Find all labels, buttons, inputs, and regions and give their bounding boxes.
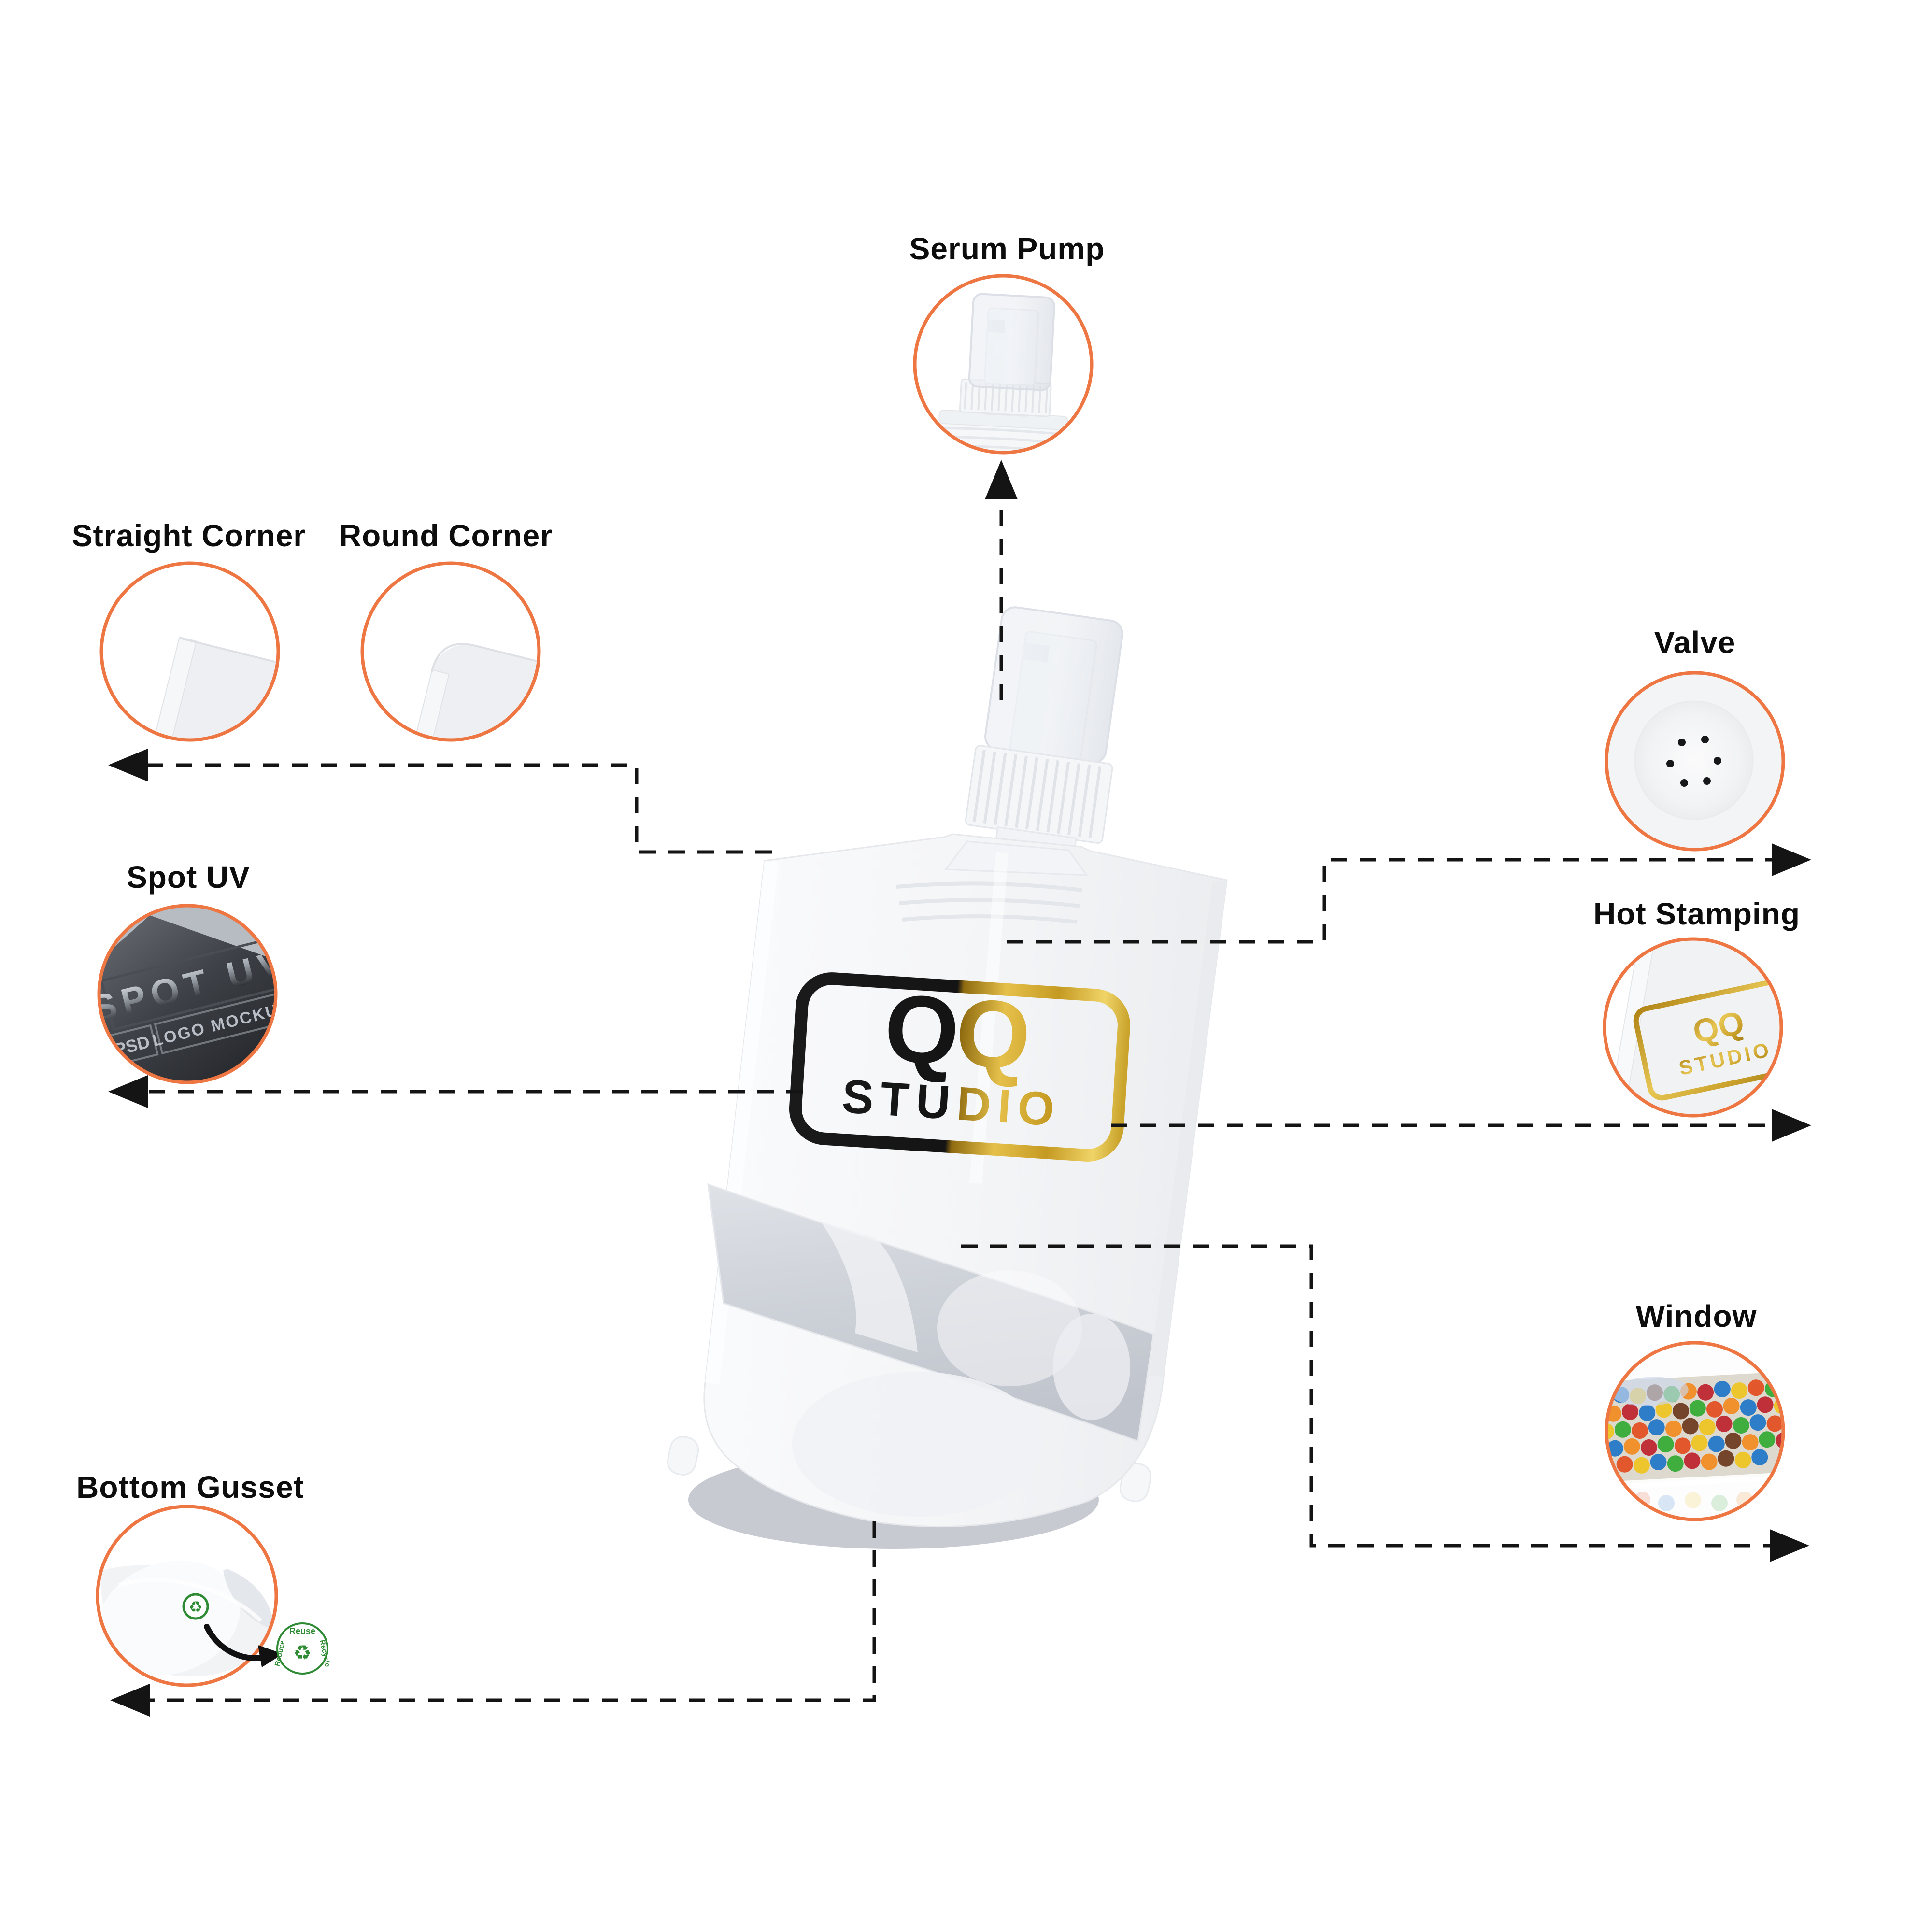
arrow-right-icon: [1772, 1109, 1811, 1142]
pouch-logo-border: [789, 972, 1130, 1162]
pouch-bottom-right-tab: [1119, 1463, 1152, 1502]
label-window: Window: [1635, 1299, 1757, 1334]
window-film-edge: [1608, 1471, 1782, 1490]
window-highlight: [937, 1270, 1082, 1386]
pouch-top-ridges: [896, 881, 1082, 924]
curved-arrowhead-icon: [258, 1645, 283, 1667]
recycle-badge-large: Reuse Recycle Reduce ♻: [273, 1622, 332, 1675]
pouch-fold-highlight: [969, 852, 1009, 1184]
connector-window: [961, 1244, 1809, 1562]
label-bottom-gusset: Bottom Gusset: [76, 1470, 304, 1505]
round-corner-top-edge: [430, 643, 538, 688]
recycle-callout: Reuse Recycle Reduce ♻: [204, 1622, 332, 1675]
label-spot-uv: Spot UV: [127, 860, 250, 895]
valve-holes: [1666, 736, 1721, 787]
callout-circle-bottom-gusset: ♻: [96, 1505, 278, 1687]
pouch-spout-mount: [944, 840, 1089, 876]
recycle-icon: ♻: [189, 1598, 203, 1616]
recycle-word-top: Reuse: [289, 1626, 315, 1636]
connector-spot-uv: [108, 1075, 803, 1108]
arrow-left-icon: [108, 1075, 148, 1108]
callout-circle-round-corner: [360, 561, 541, 742]
serum-pump-circle-ring: [913, 274, 1094, 455]
pouch-logo-line1: QQ: [881, 974, 1031, 1089]
label-hot-stamping: Hot Stamping: [1593, 896, 1800, 931]
callout-circle-straight-corner: [99, 561, 280, 742]
hot-stamping-circle-ring: [1603, 937, 1783, 1118]
callout-circle-serum-pump: [913, 274, 1094, 455]
label-serum-pump: Serum Pump: [909, 231, 1105, 266]
connector-serum-pump: [985, 460, 1018, 700]
connector-bottom-gusset: [110, 1521, 876, 1717]
serum-pump-on-pouch: [965, 606, 1123, 874]
pump-clear-cap: [984, 606, 1123, 765]
label-round-corner: Round Corner: [339, 518, 553, 553]
pouch-lower-shading: [792, 1372, 1043, 1517]
callout-circle-spot-uv: SPOT UV PSD LOGO MOCKUP: [97, 904, 278, 1084]
recycle-icon: ♻: [293, 1641, 312, 1664]
window-reflection: [821, 1222, 918, 1352]
valve-circle-ring: [1605, 671, 1785, 852]
window-film-shine: [1611, 1377, 1689, 1406]
round-corner-circle-ring: [360, 561, 541, 742]
window-candy-band: [1608, 1371, 1782, 1490]
straight-corner-top-edge: [179, 637, 277, 689]
round-corner-panel: [398, 644, 538, 739]
pump-collar-ribs: [972, 750, 1102, 838]
pouch-bottom-left-tab: [667, 1436, 699, 1476]
curved-arrow: [204, 1624, 266, 1661]
straight-corner-circle-ring: [99, 561, 280, 742]
arrow-left-icon: [108, 749, 148, 781]
recycle-badge-small: [182, 1593, 209, 1620]
label-valve: Valve: [1654, 625, 1736, 660]
connectors: [108, 460, 1811, 1717]
callout-circle-window: [1605, 1341, 1785, 1521]
bottom-gusset-circle-ring: [96, 1505, 278, 1687]
connector-hot-stamping: [1111, 1109, 1811, 1142]
pouch-right-seal: [1149, 880, 1227, 1377]
pouch: QQ STUDIO: [667, 606, 1228, 1549]
spot-uv-bg: [100, 907, 275, 1081]
window-shade: [1053, 1314, 1130, 1420]
callout-circle-hot-stamping: QQ STUDIO: [1603, 937, 1783, 1118]
gusset-opening-shadow: [223, 1569, 274, 1630]
connector-corners: [108, 749, 772, 854]
window-circle-ring: [1605, 1341, 1785, 1521]
callout-circle-valve: [1605, 671, 1785, 852]
connector-valve: [1007, 843, 1811, 944]
spot-uv-tag2-box: [154, 992, 275, 1055]
spot-uv-circle-ring: [97, 904, 278, 1084]
label-straight-corner: Straight Corner: [71, 518, 306, 553]
arrow-right-icon: [1772, 843, 1811, 876]
arrow-up-icon: [985, 460, 1018, 499]
sample-pump-clear-cap: [968, 293, 1055, 391]
straight-corner-panel: [129, 637, 277, 739]
valve-disc: [1634, 700, 1754, 820]
hot-stamp-border: [1633, 978, 1780, 1101]
arrow-left-icon: [110, 1684, 150, 1717]
round-corner-seal-strip: [389, 669, 450, 739]
gusset-highlight: [118, 1578, 262, 1622]
arrow-right-icon: [1770, 1529, 1809, 1562]
